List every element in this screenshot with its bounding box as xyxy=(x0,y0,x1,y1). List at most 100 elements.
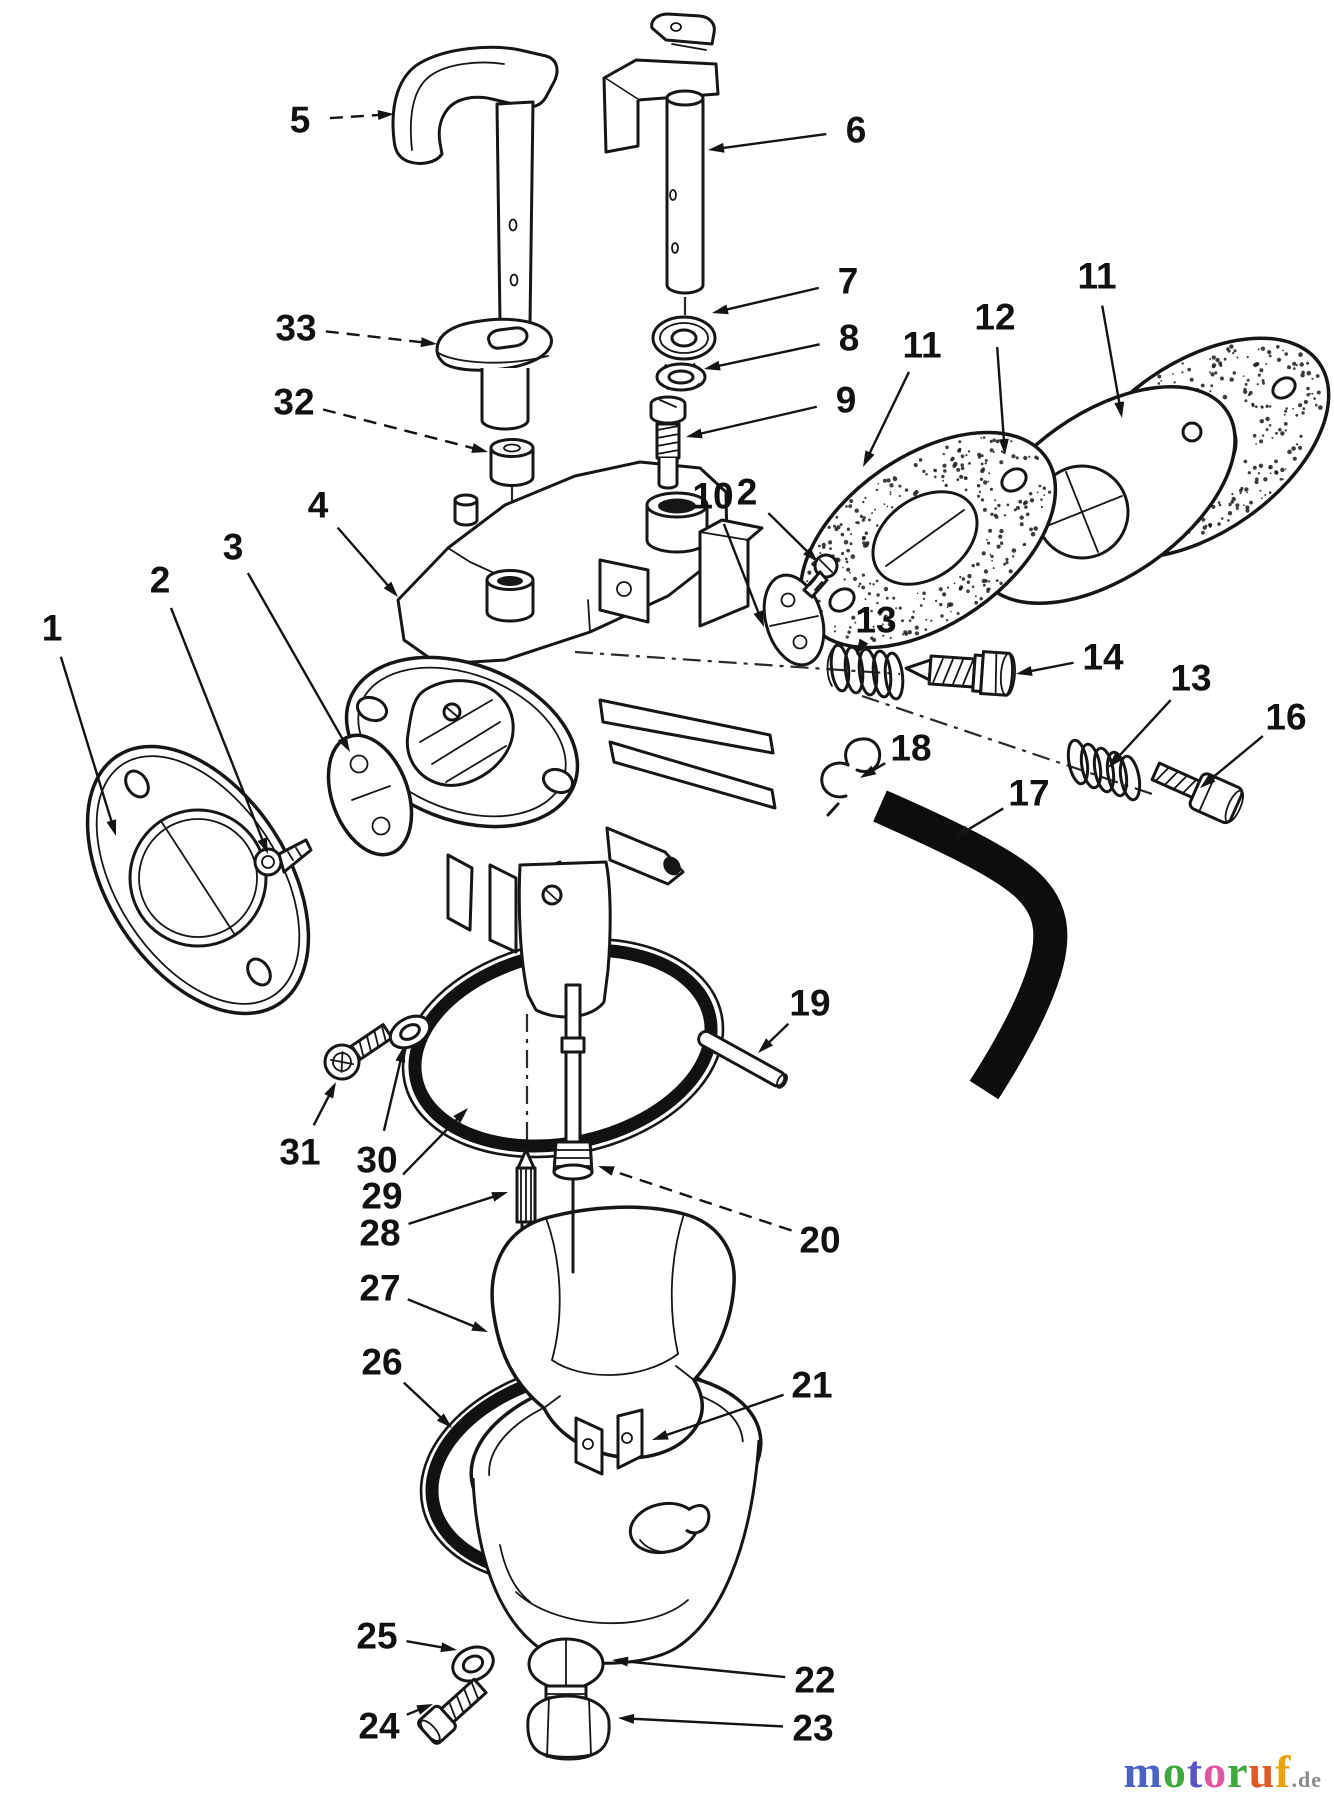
fuel-hose-17 xyxy=(873,790,1068,1100)
stipple-dot xyxy=(1048,490,1052,494)
stipple-dot xyxy=(1036,491,1039,494)
stipple-dot xyxy=(1236,356,1239,359)
stipple-dot xyxy=(1256,383,1259,386)
stipple-dot xyxy=(989,553,992,556)
stipple-dot xyxy=(1227,511,1233,516)
stipple-dot xyxy=(845,635,849,639)
stipple-dot xyxy=(977,452,982,457)
stipple-dot xyxy=(1219,376,1224,381)
stipple-dot xyxy=(1005,561,1009,565)
callout-28: 28 xyxy=(359,1192,508,1254)
stipple-dot xyxy=(1231,493,1234,496)
stipple-dot xyxy=(880,608,884,612)
stipple-dot xyxy=(942,479,944,482)
leader-line xyxy=(402,1114,462,1176)
leader-line xyxy=(717,132,827,150)
stipple-dot xyxy=(843,539,849,545)
callout-number: 31 xyxy=(279,1132,320,1173)
stipple-dot xyxy=(1008,569,1013,574)
stipple-dot xyxy=(880,629,884,632)
stipple-dot xyxy=(1019,515,1024,520)
stipple-dot xyxy=(864,496,867,499)
stipple-dot xyxy=(862,541,866,545)
stipple-dot xyxy=(868,518,871,522)
logo-letter: u xyxy=(1248,1746,1276,1797)
stipple-dot xyxy=(849,542,853,546)
stipple-dot xyxy=(1284,468,1287,470)
stipple-dot xyxy=(945,619,949,622)
stipple-dot xyxy=(1157,382,1161,385)
stipple-dot xyxy=(980,468,985,474)
stipple-dot xyxy=(1298,403,1303,408)
stipple-dot xyxy=(984,462,987,465)
leader-line xyxy=(408,1193,499,1225)
stipple-dot xyxy=(1015,456,1019,460)
stipple-dot xyxy=(842,566,844,569)
stipple-dot xyxy=(892,596,896,600)
callout-number: 6 xyxy=(846,110,867,151)
stipple-dot xyxy=(1229,377,1234,382)
stipple-dot xyxy=(876,601,879,605)
stipple-dot xyxy=(953,582,956,585)
leader-arrowhead xyxy=(1114,401,1125,418)
stipple-dot xyxy=(966,589,970,593)
stipple-dot xyxy=(1229,344,1234,349)
leader-arrowhead xyxy=(856,638,869,655)
callout-number: 3 xyxy=(223,527,244,568)
leader-line xyxy=(621,1659,786,1679)
stipple-dot xyxy=(865,541,870,546)
stipple-dot xyxy=(872,583,875,586)
stipple-dot xyxy=(846,548,850,553)
callout-32: 32 xyxy=(273,382,488,453)
logo-letter: r xyxy=(1227,1746,1249,1797)
callout-3: 3 xyxy=(223,527,350,752)
leader-line xyxy=(336,526,393,591)
leader-arrowhead xyxy=(712,304,729,315)
leader-arrowhead xyxy=(395,1046,406,1063)
stipple-dot xyxy=(845,560,849,564)
stipple-dot xyxy=(940,614,944,618)
stipple-dot xyxy=(1298,445,1303,450)
leader-line xyxy=(995,346,1006,446)
stipple-dot xyxy=(1211,364,1216,369)
stipple-dot xyxy=(1189,377,1194,382)
stipple-dot xyxy=(995,579,999,582)
stipple-dot xyxy=(1242,375,1245,377)
stipple-dot xyxy=(961,577,966,581)
stipple-dot xyxy=(1267,350,1272,355)
stipple-dot xyxy=(834,625,836,628)
stipple-dot xyxy=(1200,383,1205,388)
stipple-dot xyxy=(807,570,812,575)
stipple-dot xyxy=(911,615,915,620)
leader-line xyxy=(329,113,385,120)
stipple-dot xyxy=(959,474,964,479)
callout-1: 1 xyxy=(42,608,117,836)
main-jet-20 xyxy=(552,983,594,1181)
stipple-dot xyxy=(1269,405,1272,408)
stipple-dot xyxy=(847,630,851,634)
callout-18: 18 xyxy=(860,728,932,778)
stipple-dot xyxy=(916,592,919,595)
stipple-dot xyxy=(891,506,894,509)
stipple-dot xyxy=(806,580,809,583)
stipple-dot xyxy=(1029,527,1033,532)
stipple-dot xyxy=(1240,486,1244,491)
stipple-dot xyxy=(964,488,968,492)
leader-line xyxy=(407,1298,480,1330)
stipple-dot xyxy=(1315,403,1318,407)
stipple-dot xyxy=(1316,390,1321,395)
stipple-dot xyxy=(945,445,949,450)
stipple-dot xyxy=(1210,384,1214,388)
stipple-dot xyxy=(1010,440,1013,443)
stipple-dot xyxy=(1283,413,1286,416)
leader-line xyxy=(322,408,479,451)
stipple-dot xyxy=(1181,362,1184,365)
callout-number: 2 xyxy=(150,560,171,601)
clip-18 xyxy=(820,737,882,817)
leader-line xyxy=(722,523,762,619)
stipple-dot xyxy=(1255,477,1259,482)
callout-number: 33 xyxy=(275,308,316,349)
stipple-dot xyxy=(1038,484,1042,488)
stipple-dot xyxy=(999,541,1004,545)
leader-arrowhead xyxy=(416,1704,433,1715)
